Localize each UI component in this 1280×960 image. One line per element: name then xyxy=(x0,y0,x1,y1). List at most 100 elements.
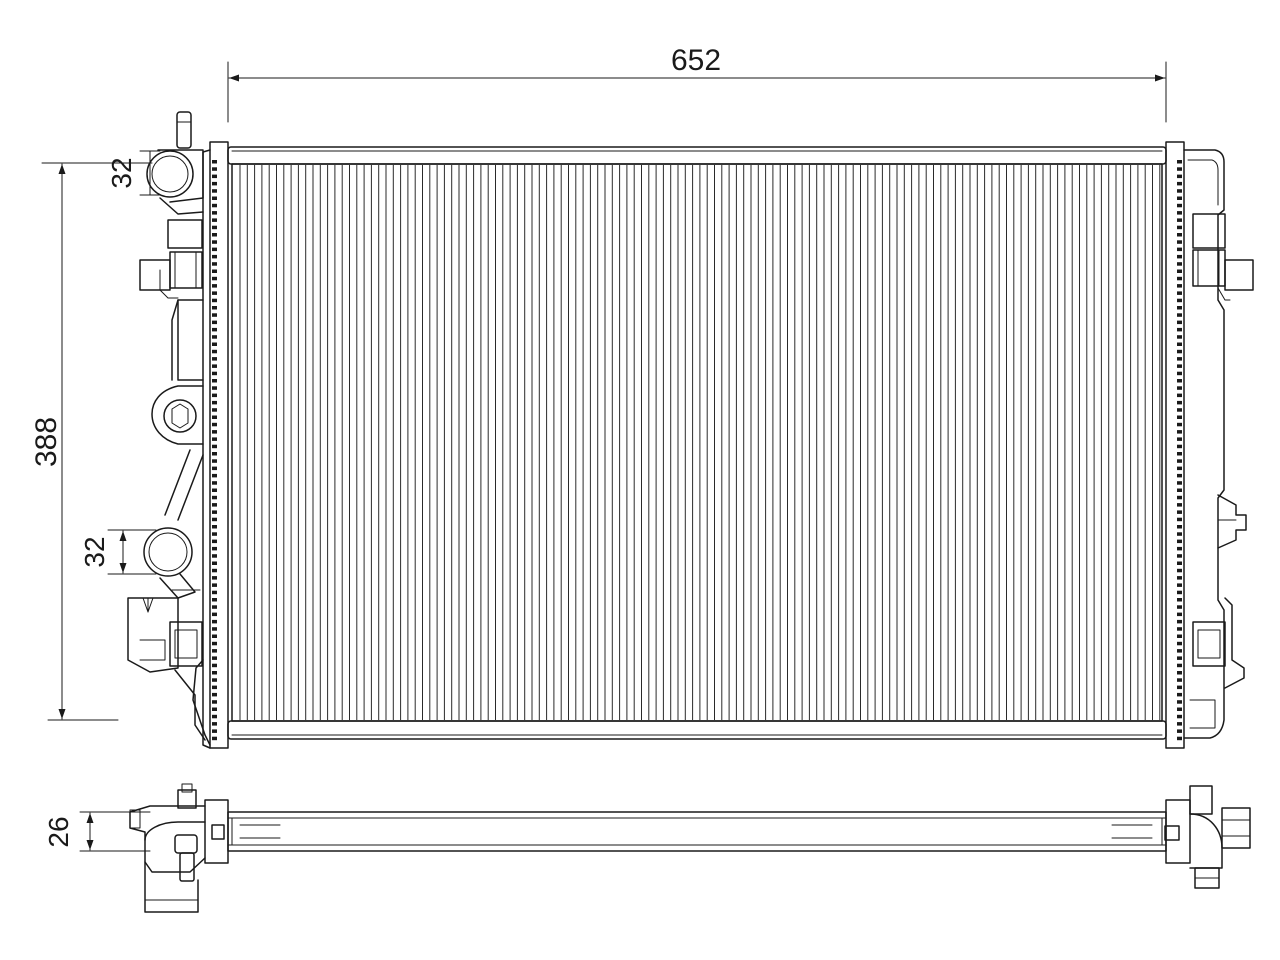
header-tooth xyxy=(1177,656,1182,660)
inlet-diameter-label: 32 xyxy=(106,157,137,188)
header-tooth xyxy=(212,568,217,573)
header-tooth xyxy=(212,276,217,281)
header-tooth xyxy=(1177,218,1182,222)
header-tooth xyxy=(212,561,217,565)
header-tooth xyxy=(212,291,217,295)
header-tooth xyxy=(1177,554,1182,558)
header-tooth xyxy=(212,598,217,602)
header-tooth xyxy=(1177,590,1182,595)
header-tooth xyxy=(1177,598,1182,602)
header-tooth xyxy=(1177,181,1182,186)
header-tooth xyxy=(212,663,217,668)
header-tooth xyxy=(1177,167,1182,171)
header-tooth xyxy=(212,612,217,617)
right-tank-header xyxy=(1165,141,1185,749)
header-tooth xyxy=(212,692,217,697)
header-tooth xyxy=(1177,349,1182,354)
hex-bolt-icon xyxy=(171,403,189,429)
header-tooth xyxy=(1177,473,1182,478)
header-tooth xyxy=(212,342,217,346)
header-tooth xyxy=(212,181,217,186)
left-upper-clip xyxy=(139,219,203,299)
core-fins xyxy=(239,165,1161,720)
header-tooth xyxy=(212,590,217,595)
header-tooth xyxy=(1177,335,1182,339)
header-tooth xyxy=(212,525,217,529)
header-tooth xyxy=(1177,298,1182,303)
header-tooth xyxy=(212,473,217,478)
header-tooth xyxy=(1177,203,1182,208)
header-tooth xyxy=(212,656,217,660)
header-tooth xyxy=(212,233,217,237)
radiator-top-view xyxy=(129,783,1251,913)
header-tooth xyxy=(212,306,217,310)
header-tooth xyxy=(212,554,217,558)
top-side-plate xyxy=(227,146,1167,165)
header-tooth xyxy=(212,736,217,741)
header-tooth xyxy=(1177,422,1182,427)
header-tooth xyxy=(212,211,217,215)
header-tooth xyxy=(1177,641,1182,646)
header-tooth xyxy=(212,313,217,317)
header-tooth xyxy=(1177,707,1182,711)
header-tooth xyxy=(212,247,217,252)
header-tooth xyxy=(1177,400,1182,405)
header-tooth xyxy=(212,488,217,492)
header-tooth xyxy=(1177,503,1182,507)
header-tooth xyxy=(1177,576,1182,580)
header-tooth xyxy=(212,634,217,638)
header-tooth xyxy=(1177,225,1182,230)
header-tooth xyxy=(1177,211,1182,215)
header-tooth xyxy=(212,160,217,164)
header-tooth xyxy=(1177,320,1182,325)
header-tooth xyxy=(1177,240,1182,244)
header-tooth xyxy=(212,700,217,704)
header-tooth xyxy=(212,240,217,244)
header-tooth xyxy=(1177,736,1182,741)
break-marks xyxy=(239,824,1153,839)
header-tooth xyxy=(1177,539,1182,544)
header-tooth xyxy=(1177,605,1182,609)
header-tooth xyxy=(212,174,217,179)
header-tooth xyxy=(1177,692,1182,697)
header-tooth xyxy=(212,203,217,208)
header-tooth xyxy=(1177,729,1182,733)
header-tooth xyxy=(212,459,217,463)
header-tooth xyxy=(212,495,217,500)
header-tooth xyxy=(1177,532,1182,536)
header-tooth xyxy=(1177,459,1182,463)
header-tooth xyxy=(1177,408,1182,412)
header-tooth xyxy=(1177,364,1182,368)
header-tooth xyxy=(212,262,217,266)
right-header-teeth xyxy=(1177,160,1182,741)
left-lower-connector xyxy=(127,597,206,741)
left-tank-wall xyxy=(202,149,211,749)
header-tooth xyxy=(212,298,217,303)
right-upper-clip xyxy=(1192,213,1254,301)
header-tooth xyxy=(1177,189,1182,193)
header-tooth xyxy=(212,415,217,419)
top-view-right-end xyxy=(1164,785,1251,889)
header-tooth xyxy=(212,327,217,332)
lower-outlet-pipe xyxy=(143,449,204,599)
bottom-side-plate xyxy=(227,720,1167,740)
header-tooth xyxy=(1177,430,1182,434)
header-tooth xyxy=(1177,634,1182,638)
header-tooth xyxy=(1177,357,1182,361)
header-tooth xyxy=(212,393,217,398)
header-tooth xyxy=(1177,678,1182,682)
header-tooth xyxy=(1177,437,1182,441)
header-tooth xyxy=(1177,619,1182,624)
header-tooth xyxy=(1177,284,1182,288)
header-tooth xyxy=(1177,452,1182,456)
header-tooth xyxy=(212,284,217,288)
header-tooth xyxy=(212,364,217,368)
header-tooth xyxy=(212,619,217,624)
header-tooth xyxy=(1177,700,1182,704)
header-tooth xyxy=(1177,495,1182,500)
header-tooth xyxy=(212,379,217,383)
header-tooth xyxy=(212,685,217,690)
header-tooth xyxy=(1177,269,1182,273)
header-tooth xyxy=(212,605,217,609)
radiator-core xyxy=(231,163,1163,722)
